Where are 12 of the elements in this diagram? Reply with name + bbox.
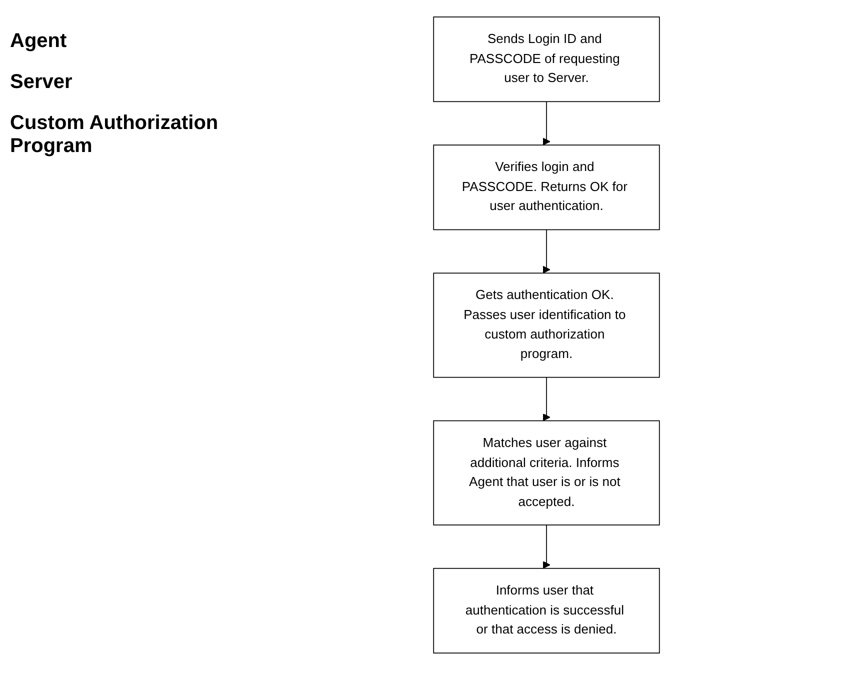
arrow — [542, 524, 550, 569]
node-box: Informs user that authentication is successful or that access is denied. — [433, 568, 660, 654]
lane-heading: Agent — [10, 30, 68, 53]
arrow — [542, 229, 550, 274]
node-box: Matches user against additional criteria. Informs Agent that user is or is not accepted. — [433, 420, 660, 526]
node-box: Gets authentication OK. Passes user identification to custom authorization program. — [433, 272, 660, 378]
lane-heading: Custom Authorization Program — [10, 112, 220, 158]
lane-heading: Server — [10, 71, 74, 94]
arrow — [542, 101, 550, 146]
node-box: Sends Login ID and PASSCODE of requesting user to Server. — [433, 16, 660, 102]
arrow — [542, 376, 550, 422]
node-box: Verifies login and PASSCODE. Returns OK for user authentication. — [433, 144, 660, 230]
